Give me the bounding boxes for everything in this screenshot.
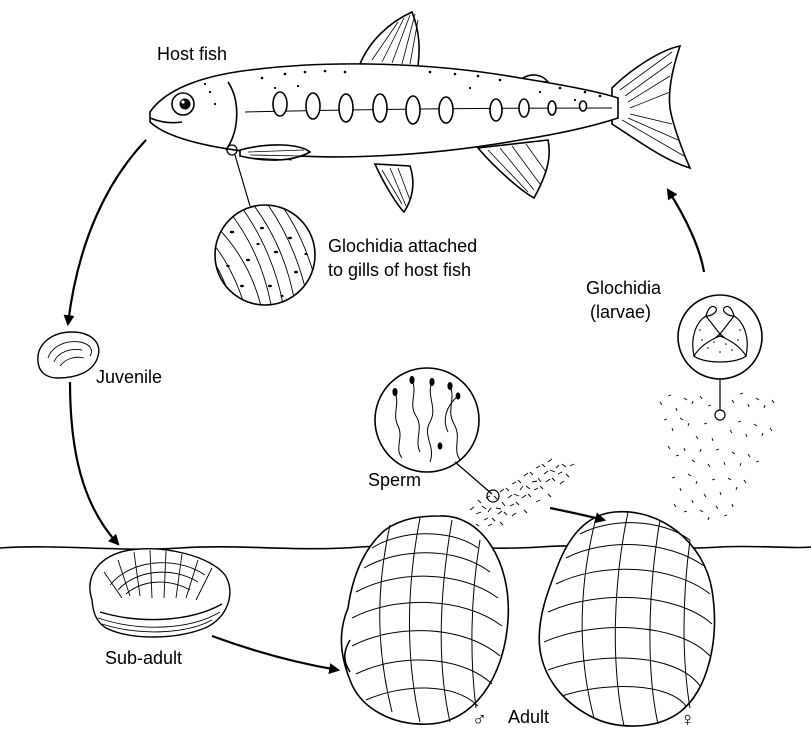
arrow-subadult-to-adult [212, 636, 338, 670]
label-glochidia-attached-line1: Glochidia attached [328, 236, 477, 256]
arrow-larvae-to-fish [668, 190, 704, 272]
sperm-cloud [470, 459, 574, 526]
sperm-magnification-circle [375, 368, 479, 472]
arrow-sperm-to-female [550, 508, 604, 520]
host-fish-illustration [150, 12, 690, 212]
glochidia-magnification-circle [678, 295, 762, 379]
label-glochidia-attached-line2: to gills of host fish [328, 260, 471, 280]
adult-female-mussel-illustration [539, 512, 714, 726]
label-sub-adult: Sub-adult [105, 648, 182, 668]
female-symbol: ♀ [680, 709, 695, 731]
glochidia-cloud [660, 393, 774, 520]
label-host-fish: Host fish [157, 44, 227, 64]
gill-leader-line [235, 155, 250, 206]
arrow-juvenile-to-subadult [70, 382, 118, 544]
sub-adult-mussel-illustration [90, 549, 230, 637]
label-glochidia-line2: (larvae) [590, 302, 651, 322]
juvenile-mussel-illustration [38, 332, 99, 378]
glochidia-marker-circle [715, 410, 725, 420]
sperm-leader-line [455, 462, 492, 494]
label-glochidia-line1: Glochidia [586, 278, 662, 298]
sperm-marker-circle [487, 490, 499, 502]
arrow-fish-to-juvenile [68, 140, 146, 324]
gill-magnification-circle [214, 202, 322, 310]
label-adult: Adult [508, 707, 549, 727]
label-sperm: Sperm [368, 470, 421, 490]
male-symbol: ♂ [472, 709, 487, 731]
label-juvenile: Juvenile [96, 367, 162, 387]
